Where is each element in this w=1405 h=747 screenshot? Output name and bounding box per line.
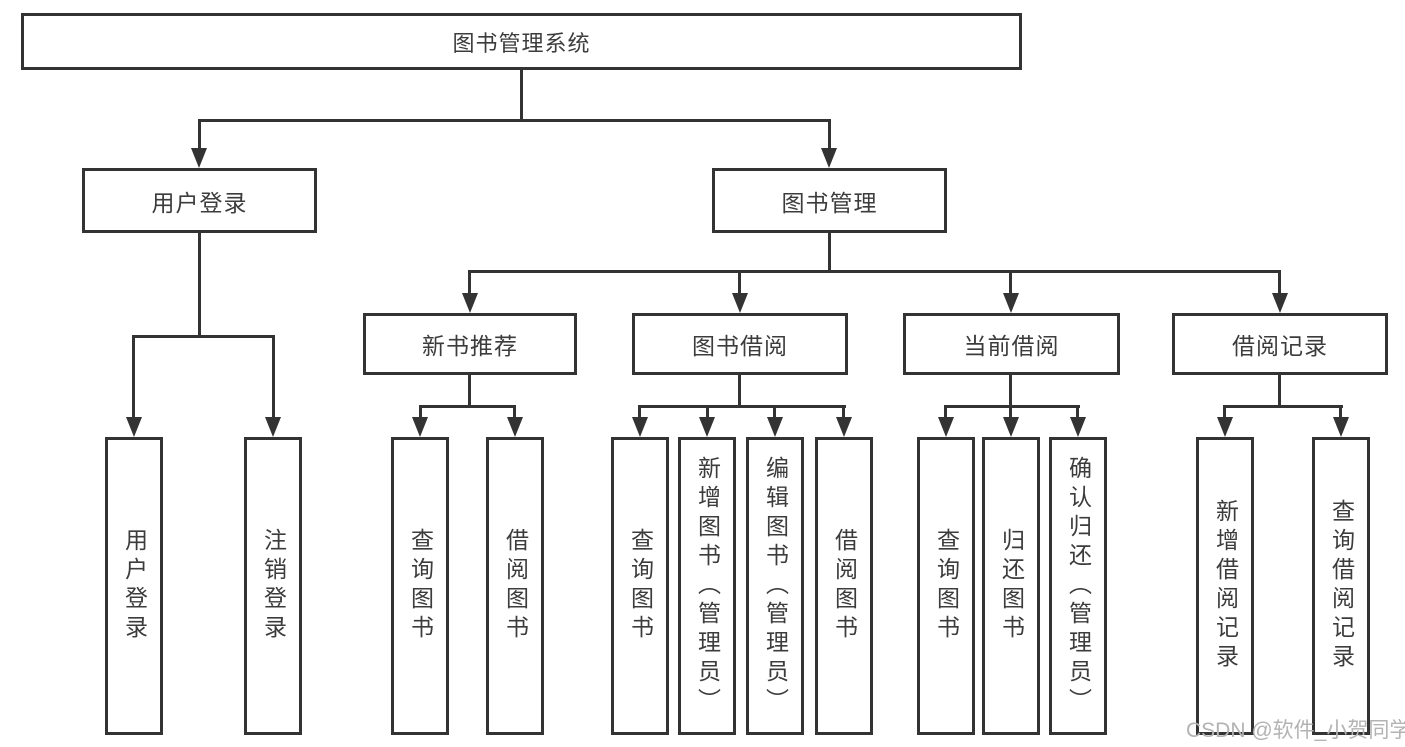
leaf-borrow-query-books-label: 查询图书 (627, 528, 654, 644)
leaf-borrow-add-book-admin-label: 新增图书（管理员） (694, 455, 721, 717)
connector-line (513, 405, 516, 419)
leaf-user-login-label: 用户登录 (121, 528, 148, 644)
connector-line (1009, 375, 1012, 407)
leaf-borrow-add-book-admin: 新增图书（管理员） (678, 437, 736, 735)
node-book-management: 图书管理 (712, 168, 947, 233)
node-new-book-recommendation: 新书推荐 (363, 313, 577, 375)
leaf-logout-label: 注销登录 (260, 528, 287, 644)
leaf-recommend-query-books-label: 查询图书 (407, 528, 434, 644)
leaf-borrow-borrow-books-label: 借阅图书 (831, 528, 858, 644)
arrowhead-icon (938, 417, 954, 437)
connector-line (944, 405, 1080, 408)
leaf-current-query-books-label: 查询图书 (933, 528, 960, 644)
node-current-borrowing: 当前借阅 (903, 313, 1120, 375)
leaf-current-return-books: 归还图书 (982, 437, 1040, 735)
node-borrowing-records: 借阅记录 (1172, 313, 1388, 375)
leaf-current-return-books-label: 归还图书 (998, 528, 1025, 644)
connector-line (468, 270, 1281, 273)
leaf-current-query-books: 查询图书 (917, 437, 975, 735)
leaf-logout: 注销登录 (244, 437, 302, 735)
arrowhead-icon (732, 293, 748, 313)
connector-line (1339, 405, 1342, 419)
connector-line (1223, 405, 1226, 419)
connector-line (133, 335, 275, 338)
connector-line (1009, 405, 1012, 419)
arrowhead-icon (1333, 417, 1349, 437)
arrowhead-icon (821, 148, 837, 168)
connector-line (272, 335, 275, 419)
leaf-borrow-edit-book-admin: 编辑图书（管理员） (746, 437, 804, 735)
leaf-records-query-record-label: 查询借阅记录 (1328, 499, 1355, 673)
leaf-records-query-record: 查询借阅记录 (1312, 437, 1370, 735)
connector-line (419, 405, 422, 419)
leaf-borrow-edit-book-admin-label: 编辑图书（管理员） (762, 455, 789, 717)
leaf-recommend-query-books: 查询图书 (391, 437, 449, 735)
connector-line (198, 233, 201, 338)
connector-line (1076, 405, 1079, 419)
connector-line (1278, 375, 1281, 407)
connector-line (738, 375, 741, 407)
arrowhead-icon (507, 417, 523, 437)
arrowhead-icon (1003, 293, 1019, 313)
node-book-borrowing: 图书借阅 (632, 313, 848, 375)
connector-line (132, 335, 135, 419)
arrowhead-icon (412, 417, 428, 437)
leaf-current-confirm-return-admin-label: 确认归还（管理员） (1065, 455, 1092, 717)
leaf-recommend-borrow-books: 借阅图书 (486, 437, 544, 735)
connector-line (198, 119, 831, 122)
arrowhead-icon (1272, 293, 1288, 313)
connector-line (198, 119, 201, 150)
connector-line (468, 270, 471, 295)
connector-line (468, 375, 471, 407)
leaf-recommend-borrow-books-label: 借阅图书 (502, 528, 529, 644)
connector-line (520, 69, 523, 122)
leaf-borrow-borrow-books: 借阅图书 (815, 437, 873, 735)
csdn-watermark: CSDN @软件_小贺同学 (1186, 719, 1405, 742)
connector-line (1278, 270, 1281, 295)
connector-line (706, 405, 709, 419)
arrowhead-icon (1070, 417, 1086, 437)
connector-line (738, 270, 741, 295)
node-user-login: 用户登录 (82, 168, 317, 233)
leaf-current-confirm-return-admin: 确认归还（管理员） (1049, 437, 1107, 735)
arrowhead-icon (836, 417, 852, 437)
arrowhead-icon (191, 148, 207, 168)
connector-line (419, 405, 516, 408)
arrowhead-icon (1217, 417, 1233, 437)
arrowhead-icon (767, 417, 783, 437)
arrowhead-icon (632, 417, 648, 437)
leaf-borrow-query-books: 查询图书 (611, 437, 669, 735)
arrowhead-icon (462, 293, 478, 313)
connector-line (944, 405, 947, 419)
leaf-records-add-record-label: 新增借阅记录 (1212, 499, 1239, 673)
arrowhead-icon (1003, 417, 1019, 437)
arrowhead-icon (699, 417, 715, 437)
arrowhead-icon (265, 417, 281, 437)
connector-line (828, 233, 831, 273)
connector-line (1223, 405, 1343, 408)
node-library-management-system: 图书管理系统 (21, 13, 1022, 70)
leaf-user-login: 用户登录 (105, 437, 163, 735)
arrowhead-icon (126, 417, 142, 437)
connector-line (1009, 270, 1012, 295)
connector-line (638, 405, 846, 408)
connector-line (842, 405, 845, 419)
connector-line (828, 119, 831, 150)
connector-line (638, 405, 641, 419)
connector-line (773, 405, 776, 419)
leaf-records-add-record: 新增借阅记录 (1196, 437, 1254, 735)
